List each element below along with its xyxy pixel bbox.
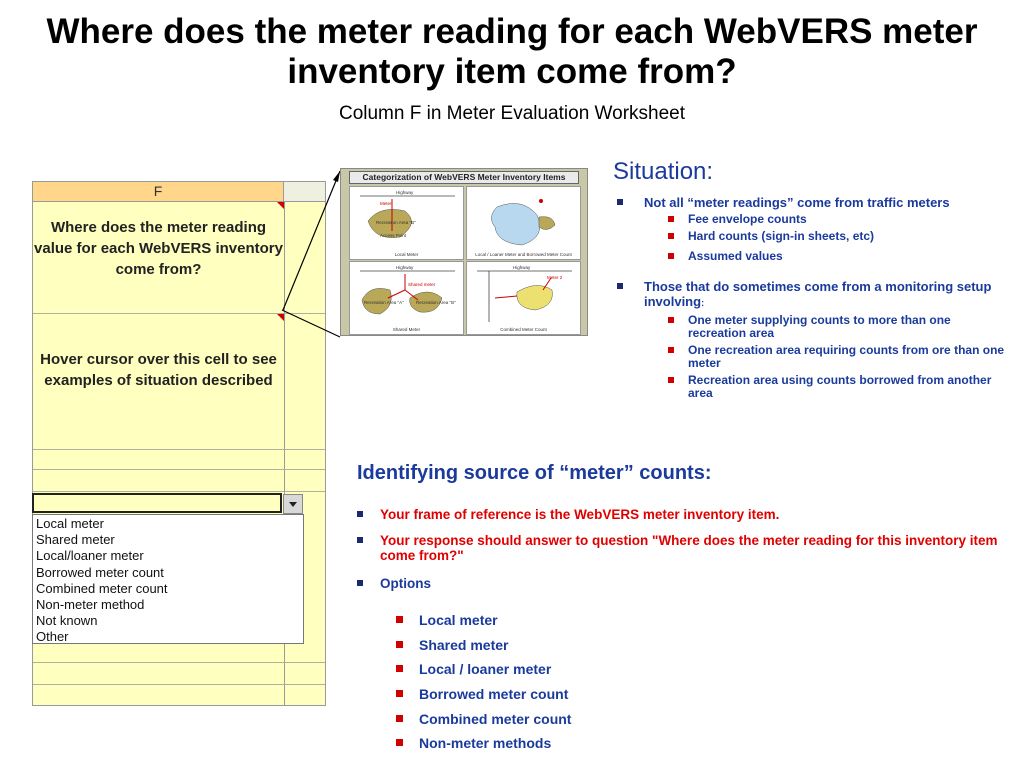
q1-access: Access Point xyxy=(380,233,407,238)
callout-line-top xyxy=(282,170,341,311)
comment-indicator-1 xyxy=(277,202,284,209)
slide-subtitle: Column F in Meter Evaluation Worksheet xyxy=(338,103,686,124)
option-text: Local / loaner meter xyxy=(419,661,552,678)
situation-heading: Situation: xyxy=(613,158,714,185)
option-text: Shared meter xyxy=(419,636,509,653)
q1-meter: Meter xyxy=(380,201,392,206)
option-text: Non-meter methods xyxy=(419,735,552,752)
categorization-diagram: Categorization of WebVERS Meter Inventor… xyxy=(340,168,588,336)
q1-caption: Local Meter xyxy=(394,252,419,257)
identifying-bullet-text: Options xyxy=(380,575,431,591)
dropdown-option[interactable]: Other xyxy=(36,629,69,645)
q2-caption: Local / Loaner Meter and Borrowed Meter … xyxy=(475,252,572,257)
q1-area: Recreation Area "B" xyxy=(376,220,416,225)
quad-combined-meter: Highway Meter 2 Combined Meter Count xyxy=(466,261,581,335)
option-item: Non-meter methods xyxy=(357,735,757,751)
situation-bullet: Those that do sometimes come from a moni… xyxy=(613,279,1008,311)
options-list: Local meter Shared meter Local / loaner … xyxy=(357,612,757,760)
q3-area-b: Recreation Area "B" xyxy=(416,300,456,305)
comment-indicator-2 xyxy=(277,314,284,321)
q3-highway: Highway xyxy=(396,265,414,270)
situation-subbullet: Fee envelope counts xyxy=(613,212,1008,227)
option-text: Borrowed meter count xyxy=(419,686,569,703)
row-divider xyxy=(33,684,325,685)
option-item: Borrowed meter count xyxy=(357,686,757,702)
subbullet-text: One meter supplying counts to more than … xyxy=(688,312,951,340)
quad-loaner-meter-art xyxy=(491,199,556,246)
subbullet-text: Hard counts (sign-in sheets, etc) xyxy=(688,228,875,243)
quad-loaner-meter: Local / Loaner Meter and Borrowed Meter … xyxy=(466,186,581,260)
cell-f-question[interactable]: Where does the meter reading value for e… xyxy=(34,219,283,278)
q1-highway: Highway xyxy=(396,190,414,195)
dropdown-option[interactable]: Non-meter method xyxy=(36,597,145,613)
row-divider xyxy=(33,491,325,492)
quad-local-meter-art xyxy=(360,195,455,238)
q3-caption: Shared Meter xyxy=(392,327,421,332)
subbullet-text: Recreation area using counts borrowed fr… xyxy=(688,372,992,400)
row-divider xyxy=(33,313,325,314)
q4-caption: Combined Meter Count xyxy=(500,327,547,332)
dropdown-option[interactable]: Combined meter count xyxy=(36,580,168,596)
subbullet-text: One recreation area requiring counts fro… xyxy=(688,342,1005,370)
identifying-bullet: Options xyxy=(357,576,1012,592)
identifying-bullet-text: Your response should answer to question … xyxy=(380,532,998,564)
column-divider xyxy=(284,202,285,705)
identifying-bullet-text: Your frame of reference is the WebVERS m… xyxy=(380,507,780,522)
slide-title: Where does the meter reading for each We… xyxy=(46,12,978,91)
situation-bullet-text: Those that do sometimes come from a moni… xyxy=(644,278,992,309)
column-header-g[interactable] xyxy=(284,182,325,202)
dropdown-option[interactable]: Borrowed meter count xyxy=(36,564,164,580)
dropdown-option[interactable]: Local meter xyxy=(36,516,104,531)
dropdown-options-list[interactable]: Local meter Shared meter Local/loaner me… xyxy=(32,514,304,644)
column-header-f[interactable]: F xyxy=(33,182,284,202)
option-text: Local meter xyxy=(419,612,498,628)
identifying-bullet: Your frame of reference is the WebVERS m… xyxy=(357,507,1012,523)
dropdown-cell[interactable] xyxy=(32,493,282,513)
dropdown-option[interactable]: Shared meter xyxy=(36,532,115,548)
dropdown-option[interactable]: Not known xyxy=(36,613,98,629)
identifying-heading: Identifying source of “meter” counts: xyxy=(357,462,712,484)
callout-line-bottom xyxy=(281,309,341,338)
option-item: Local meter xyxy=(357,612,757,628)
diagram-title: Categorization of WebVERS Meter Inventor… xyxy=(349,171,579,184)
situation-bullet-text: Not all “meter readings” come from traff… xyxy=(644,195,950,210)
situation-list: Not all “meter readings” come from traff… xyxy=(613,195,1008,401)
situation-bullet-colon: : xyxy=(701,297,705,308)
identifying-bullet: Your response should answer to question … xyxy=(357,533,1012,564)
quad-shared-meter-art xyxy=(360,270,455,315)
identifying-list: Your frame of reference is the WebVERS m… xyxy=(357,507,1012,591)
situation-bullet: Not all “meter readings” come from traff… xyxy=(613,195,1008,210)
option-item: Shared meter xyxy=(357,637,757,653)
situation-subbullet: Hard counts (sign-in sheets, etc) xyxy=(613,228,1008,244)
situation-subbullet: One recreation area requiring counts fro… xyxy=(613,342,1008,371)
subbullet-text: Assumed values xyxy=(688,249,783,263)
row-divider xyxy=(33,449,325,450)
row-divider xyxy=(33,469,325,470)
quad-combined-meter-art xyxy=(477,270,572,322)
option-item: Local / loaner meter xyxy=(357,661,757,677)
situation-subbullet: Assumed values xyxy=(613,249,1008,264)
option-item: Combined meter count xyxy=(357,711,757,727)
q3-area-a: Recreation Area "A" xyxy=(364,300,404,305)
dropdown-option[interactable]: Local/loaner meter xyxy=(36,548,144,564)
q4-highway: Highway xyxy=(513,265,531,270)
option-text: Combined meter count xyxy=(419,710,572,727)
arrowhead xyxy=(333,171,340,182)
quad-local-meter: Highway Meter Recreation Area "B" Access… xyxy=(349,186,464,260)
subbullet-text: Fee envelope counts xyxy=(688,212,807,226)
row-divider xyxy=(33,662,325,663)
quad-shared-meter: Highway Shared meter Recreation Area "A"… xyxy=(349,261,464,335)
situation-subbullet: Recreation area using counts borrowed fr… xyxy=(613,372,1008,401)
situation-subbullet: One meter supplying counts to more than … xyxy=(613,312,1008,341)
dropdown-arrow-button[interactable] xyxy=(283,494,303,514)
cell-f-hover[interactable]: Hover cursor over this cell to see examp… xyxy=(40,351,277,389)
q4-meter: Meter 2 xyxy=(547,275,563,280)
q3-shared: Shared meter xyxy=(408,282,436,287)
